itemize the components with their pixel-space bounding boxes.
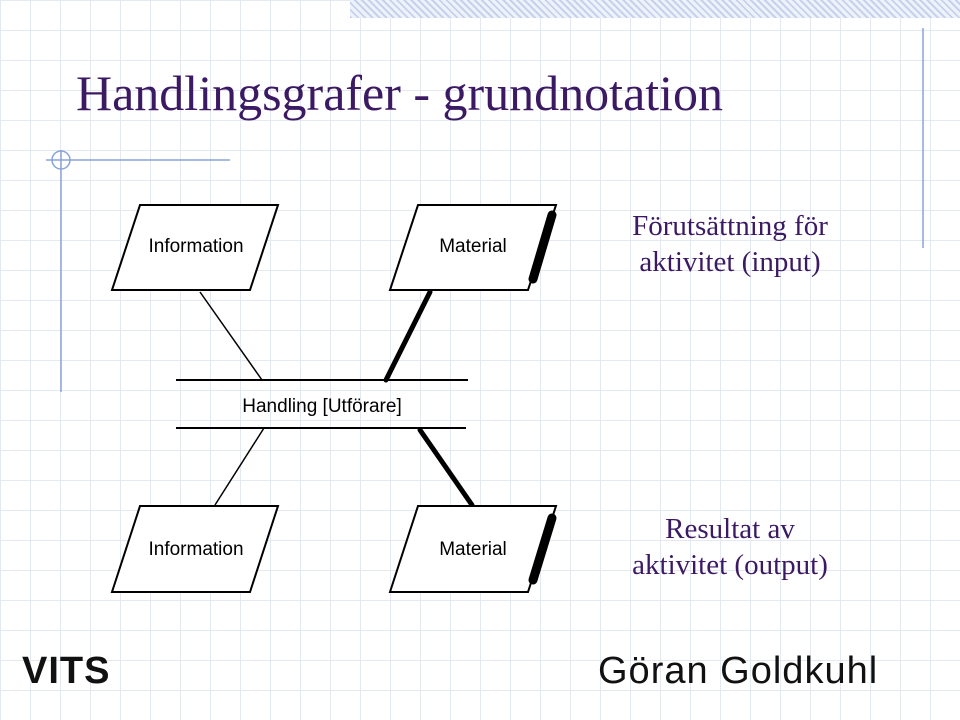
bottom-information-label: Information: [148, 539, 243, 560]
output-caption-line-2: aktivitet (output): [632, 549, 828, 581]
output-caption: Resultat av aktivitet (output): [600, 511, 860, 583]
decorative-accent: [46, 28, 924, 392]
connector-material-to-action: [383, 289, 433, 383]
bottom-material-shape: [388, 505, 558, 593]
input-caption: Förutsättning för aktivitet (input): [600, 208, 860, 280]
author-logo: Göran Goldkuhl: [598, 650, 879, 692]
top-information-shape: [110, 204, 280, 291]
input-caption-line-1: Förutsättning för: [632, 210, 828, 242]
action-label: Handling [Utförare]: [242, 396, 401, 417]
slide-title: Handlingsgrafer - grundnotation: [76, 65, 724, 121]
decorative-stripe: [350, 0, 960, 18]
connector-action-to-material: [417, 427, 475, 508]
output-caption-line-1: Resultat av: [665, 513, 795, 545]
input-caption-line-2: aktivitet (input): [639, 246, 821, 278]
top-material-label: Material: [439, 236, 507, 257]
top-information-label: Information: [148, 236, 243, 257]
connector-action-to-information: [214, 427, 265, 506]
connector-information-to-action: [199, 291, 263, 381]
bottom-information-shape: [110, 505, 280, 593]
top-material-shape: [388, 204, 558, 291]
top-material-thick-edge: [528, 210, 557, 284]
vits-logo: VITS: [22, 650, 111, 692]
bottom-material-label: Material: [439, 539, 507, 560]
bottom-material-thick-edge: [528, 513, 557, 585]
